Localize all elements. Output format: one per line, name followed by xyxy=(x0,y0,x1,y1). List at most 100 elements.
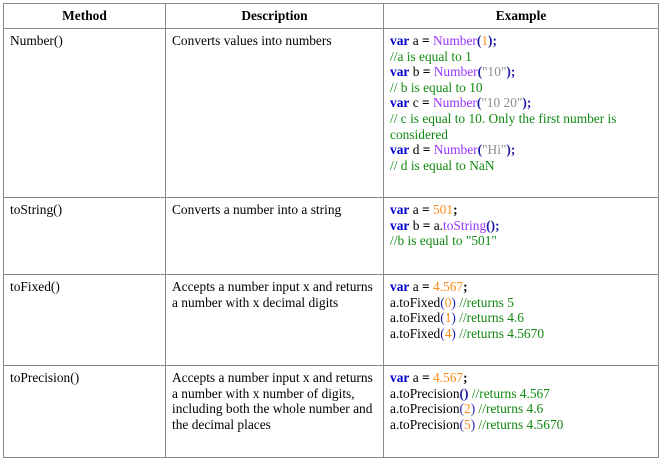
code-token: //a is equal to 1 xyxy=(390,48,472,64)
table-row: toPrecision() Accepts a number input x a… xyxy=(3,365,659,458)
code-line: a.toPrecision(2) //returns 4.6 xyxy=(390,401,652,417)
code-token: a.toPrecision xyxy=(390,416,460,432)
example-cell: var a = 501;var b = a.toString();//b is … xyxy=(383,197,659,275)
code-token: ( xyxy=(440,294,445,310)
description-cell: Accepts a number input x and returns a n… xyxy=(165,365,384,458)
code-token: "10" xyxy=(482,64,507,80)
code-token: ( xyxy=(440,325,445,341)
description-cell: Converts values into numbers xyxy=(165,28,384,198)
code-token: ); xyxy=(522,95,532,111)
code-token: a. xyxy=(430,217,444,233)
code-token: = xyxy=(421,370,430,385)
code-token: //returns 5 xyxy=(459,294,514,310)
code-line: var a = 501; xyxy=(390,202,652,218)
code-token: Number xyxy=(433,64,478,80)
code-token: a.toPrecision xyxy=(390,385,460,401)
method-cell: toString() xyxy=(3,197,166,275)
table-row: Number() Converts values into numbers va… xyxy=(3,28,659,198)
code-token: var xyxy=(390,33,410,48)
code-token: // b is equal to 10 xyxy=(390,79,483,95)
code-token: a xyxy=(409,370,422,385)
code-line: a.toFixed(0) //returns 5 xyxy=(390,295,652,311)
code-line: a.toFixed(4) //returns 4.5670 xyxy=(390,326,652,342)
code-token: = xyxy=(421,95,430,111)
code-token: 4 xyxy=(444,325,452,341)
code-line: var c = Number("10 20"); xyxy=(390,95,652,111)
code-line: a.toFixed(1) //returns 4.6 xyxy=(390,310,652,326)
code-line: var a = Number(1); xyxy=(390,33,652,49)
code-line: // c is equal to 10. Only the first numb… xyxy=(390,111,652,142)
code-token: ; xyxy=(463,279,468,294)
code-token: toString xyxy=(443,217,487,233)
code-line: var a = 4.567; xyxy=(390,279,652,295)
code-token: //returns 4.5670 xyxy=(478,416,564,432)
code-token: 4.567 xyxy=(432,279,464,294)
code-line: var b = Number("10"); xyxy=(390,64,652,80)
code-token: ( xyxy=(477,142,483,158)
code-token: ); xyxy=(488,33,497,48)
code-token: var xyxy=(390,64,410,80)
code-token: //returns 4.6 xyxy=(478,401,544,417)
code-token: 1 xyxy=(481,33,489,48)
code-token: a xyxy=(409,202,422,217)
code-token: ( xyxy=(440,310,445,326)
code-token: var xyxy=(390,142,410,158)
header-example: Example xyxy=(383,3,659,29)
code-token: ( xyxy=(476,33,482,48)
code-token: 0 xyxy=(444,294,452,310)
description-cell: Accepts a number input x and returns a n… xyxy=(165,274,384,366)
code-line: //b is equal to "501" xyxy=(390,233,652,249)
code-token: ; xyxy=(463,370,468,385)
code-token: ) xyxy=(470,416,476,432)
code-token: = xyxy=(421,279,430,294)
code-line: // b is equal to 10 xyxy=(390,80,652,96)
code-token: ) xyxy=(451,294,456,310)
code-token: ); xyxy=(506,64,516,80)
code-token: ); xyxy=(506,142,516,158)
code-token: b xyxy=(409,217,423,233)
code-token: ( xyxy=(476,95,482,111)
code-token: 1 xyxy=(444,310,452,326)
code-token: //returns 4.6 xyxy=(459,310,524,326)
code-line: var b = a.toString(); xyxy=(390,218,652,234)
code-token: 2 xyxy=(464,401,471,417)
method-cell: Number() xyxy=(3,28,166,198)
code-token: c xyxy=(409,95,422,111)
code-token: ) xyxy=(451,325,456,341)
code-line: //a is equal to 1 xyxy=(390,49,652,65)
code-token: //returns 4.5670 xyxy=(459,325,545,341)
code-token: // d is equal to NaN xyxy=(390,157,495,173)
code-token: a.toFixed xyxy=(390,325,441,341)
header-method: Method xyxy=(3,3,166,29)
method-cell: toPrecision() xyxy=(3,365,166,458)
code-token: a.toFixed xyxy=(390,294,441,310)
code-token: a.toPrecision xyxy=(390,401,460,417)
code-line: a.toPrecision(5) //returns 4.5670 xyxy=(390,417,652,433)
example-cell: var a = 4.567;a.toPrecision() //returns … xyxy=(383,365,659,458)
code-token: b xyxy=(409,64,423,80)
code-line: // d is equal to NaN xyxy=(390,158,652,174)
code-token: //returns 4.567 xyxy=(471,385,550,401)
code-token: ( xyxy=(459,401,465,417)
code-token: Number xyxy=(432,33,477,48)
code-token: ; xyxy=(453,202,458,217)
code-token: var xyxy=(390,279,410,294)
code-token: a.toFixed xyxy=(390,310,441,326)
code-line: a.toPrecision() //returns 4.567 xyxy=(390,386,652,402)
code-token: var xyxy=(390,202,410,217)
code-token: = xyxy=(422,217,431,233)
code-token: = xyxy=(422,142,431,158)
code-token: () xyxy=(459,385,469,401)
code-token: var xyxy=(390,95,410,111)
code-line: var a = 4.567; xyxy=(390,370,652,386)
code-token: = xyxy=(422,64,431,80)
code-token: a xyxy=(409,33,422,48)
code-token: 5 xyxy=(464,416,471,432)
code-token: ( xyxy=(459,416,465,432)
number-methods-table: Method Description Example Number() Conv… xyxy=(3,3,659,458)
code-token: = xyxy=(421,202,430,217)
code-token: ) xyxy=(451,310,456,326)
code-token: a xyxy=(409,279,422,294)
